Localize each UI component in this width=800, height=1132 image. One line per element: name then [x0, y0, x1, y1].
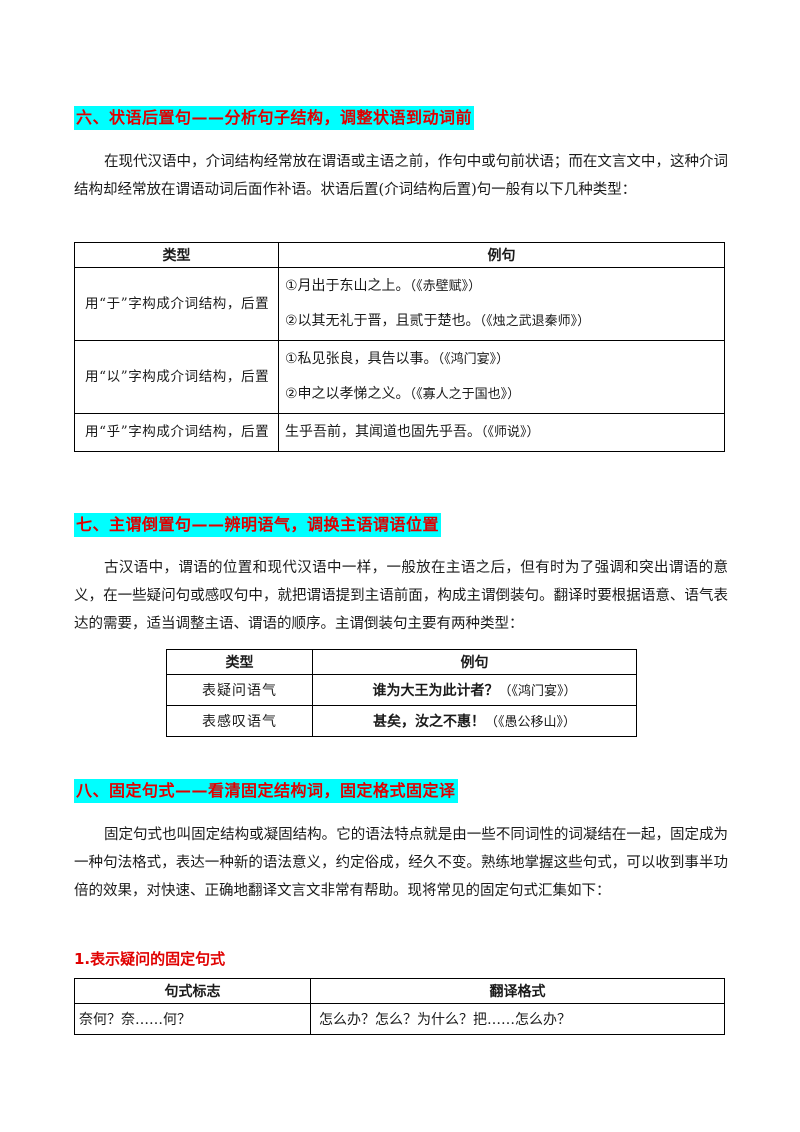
- table-header-row: 句式标志 翻译格式: [74, 978, 725, 1004]
- subheading-question-patterns: 1.表示疑问的固定句式: [74, 950, 226, 968]
- table-row: 奈何？奈……何？ 怎么办？怎么？为什么？把……怎么办？: [74, 1003, 725, 1035]
- table-header-row: 类型 例句: [166, 649, 637, 675]
- column-header-type: 类型: [74, 242, 279, 268]
- subject-predicate-inversion-table: 类型 例句 表疑问语气 谁为大王为此计者？（《鸿门宴》） 表感叹语气 甚矣，汝之…: [166, 649, 637, 737]
- fixed-pattern-table: 句式标志 翻译格式 奈何？奈……何？ 怎么办？怎么？为什么？把……怎么办？: [74, 978, 725, 1035]
- type-cell: 表感叹语气: [166, 705, 313, 737]
- example-cell: ①月出于东山之上。（《赤壁赋》） ②以其无礼于晋，且贰于楚也。（《烛之武退秦师》…: [278, 267, 725, 341]
- type-cell: 用“乎”字构成介词结构，后置: [74, 413, 279, 452]
- table-row: 表疑问语气 谁为大王为此计者？（《鸿门宴》）: [166, 674, 637, 706]
- example-cell: 甚矣，汝之不惠！（《愚公移山》）: [312, 705, 637, 737]
- example-sentence: ①月出于东山之上。（《赤壁赋》）: [285, 278, 482, 294]
- section-8-paragraph: 固定句式也叫固定结构或凝固结构。它的语法特点就是由一些不同词性的词凝结在一起，固…: [74, 827, 728, 899]
- example-sentence: ②以其无礼于晋，且贰于楚也。（《烛之武退秦师》）: [285, 313, 591, 329]
- adverbial-postposition-table: 类型 例句 用“于”字构成介词结构，后置 ①月出于东山之上。（《赤壁赋》） ②以…: [74, 242, 725, 452]
- example-cell: ①私见张良，具告以事。（《鸿门宴》） ②申之以孝悌之义。（《寡人之于国也》）: [278, 340, 725, 414]
- type-cell: 用“于”字构成介词结构，后置: [74, 267, 279, 341]
- section-7-heading: 七、主谓倒置句——辨明语气，调换主语谓语位置: [74, 513, 442, 537]
- column-header-translation: 翻译格式: [310, 978, 725, 1004]
- section-8-heading: 八、固定句式——看清固定结构词，固定格式固定译: [74, 779, 458, 803]
- type-cell: 用“以”字构成介词结构，后置: [74, 340, 279, 414]
- example-cell: 谁为大王为此计者？（《鸿门宴》）: [312, 674, 637, 706]
- example-sentence: ①私见张良，具告以事。（《鸿门宴》）: [285, 351, 510, 367]
- table-row: 用“乎”字构成介词结构，后置 生乎吾前，其闻道也固先乎吾。（《师说》）: [74, 413, 725, 452]
- example-cell: 生乎吾前，其闻道也固先乎吾。（《师说》）: [278, 413, 725, 452]
- column-header-marker: 句式标志: [74, 978, 311, 1004]
- marker-cell: 奈何？奈……何？: [74, 1003, 311, 1035]
- type-cell: 表疑问语气: [166, 674, 313, 706]
- example-sentence: ②申之以孝悌之义。（《寡人之于国也》）: [285, 386, 521, 402]
- section-6-heading: 六、状语后置句——分析句子结构，调整状语到动词前: [74, 106, 475, 130]
- table-row: 表感叹语气 甚矣，汝之不惠！（《愚公移山》）: [166, 705, 637, 737]
- example-sentence: 生乎吾前，其闻道也固先乎吾。（《师说》）: [285, 424, 540, 440]
- section-7-paragraph: 古汉语中，谓语的位置和现代汉语中一样，一般放在主语之后，但有时为了强调和突出谓语…: [74, 560, 728, 632]
- section-6-paragraph: 在现代汉语中，介词结构经常放在谓语或主语之前，作句中或句前状语；而在文言文中，这…: [74, 154, 728, 198]
- column-header-type: 类型: [166, 649, 313, 675]
- column-header-example: 例句: [312, 649, 637, 675]
- table-row: 用“以”字构成介词结构，后置 ①私见张良，具告以事。（《鸿门宴》） ②申之以孝悌…: [74, 340, 725, 414]
- table-header-row: 类型 例句: [74, 242, 725, 268]
- table-row: 用“于”字构成介词结构，后置 ①月出于东山之上。（《赤壁赋》） ②以其无礼于晋，…: [74, 267, 725, 341]
- translation-cell: 怎么办？怎么？为什么？把……怎么办？: [310, 1003, 725, 1035]
- column-header-example: 例句: [278, 242, 725, 268]
